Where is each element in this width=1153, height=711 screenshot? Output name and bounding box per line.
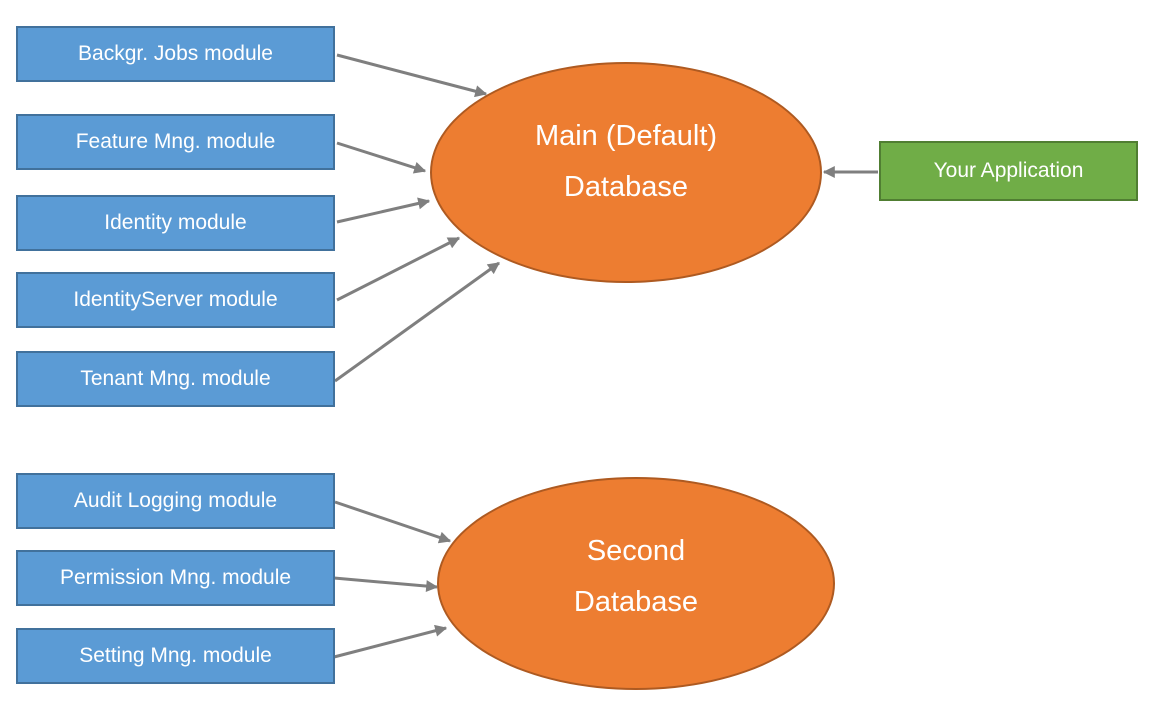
- arrow-feature-mng-to-main-db: [336, 141, 427, 174]
- main-database-line1: Main (Default): [534, 119, 718, 152]
- second-database-label: Second Database: [574, 526, 698, 628]
- second-database-line1: Second: [586, 534, 686, 567]
- module-box-backgr-jobs: Backgr. Jobs module: [16, 26, 335, 82]
- module-label: Setting Mng. module: [79, 644, 272, 667]
- module-label: IdentityServer module: [73, 288, 278, 311]
- main-database-ellipse: Main (Default) Database: [430, 62, 822, 283]
- arrow-audit-logging-to-second-db: [334, 500, 452, 544]
- second-database-line2: Database: [573, 585, 699, 618]
- module-box-feature-mng: Feature Mng. module: [16, 114, 335, 170]
- module-box-identityserver: IdentityServer module: [16, 272, 335, 328]
- module-label: Audit Logging module: [73, 489, 278, 512]
- module-box-identity: Identity module: [16, 195, 335, 251]
- arrow-identity-to-main-db: [336, 197, 431, 224]
- module-label: Identity module: [104, 211, 247, 234]
- module-box-setting-mng: Setting Mng. module: [16, 628, 335, 684]
- main-database-label: Main (Default) Database: [535, 111, 717, 213]
- module-label: Permission Mng. module: [59, 566, 292, 589]
- your-application-label: Your Application: [933, 159, 1084, 182]
- your-application-box: Your Application: [879, 141, 1138, 201]
- arrow-setting-mng-to-second-db: [333, 624, 448, 659]
- module-box-tenant-mng: Tenant Mng. module: [16, 351, 335, 407]
- arrow-tenant-mng-to-main-db: [334, 261, 500, 383]
- module-box-audit-logging: Audit Logging module: [16, 473, 335, 529]
- module-label: Feature Mng. module: [75, 130, 276, 153]
- module-box-permission-mng: Permission Mng. module: [16, 550, 335, 606]
- second-database-ellipse: Second Database: [437, 477, 835, 690]
- module-label: Backgr. Jobs module: [78, 42, 273, 65]
- module-label: Tenant Mng. module: [80, 367, 271, 390]
- arrow-backgr-jobs-to-main-db: [336, 53, 488, 98]
- main-database-line2: Database: [563, 170, 689, 203]
- arrow-identityserver-to-main-db: [336, 236, 461, 302]
- arrow-permission-mng-to-second-db: [333, 576, 439, 593]
